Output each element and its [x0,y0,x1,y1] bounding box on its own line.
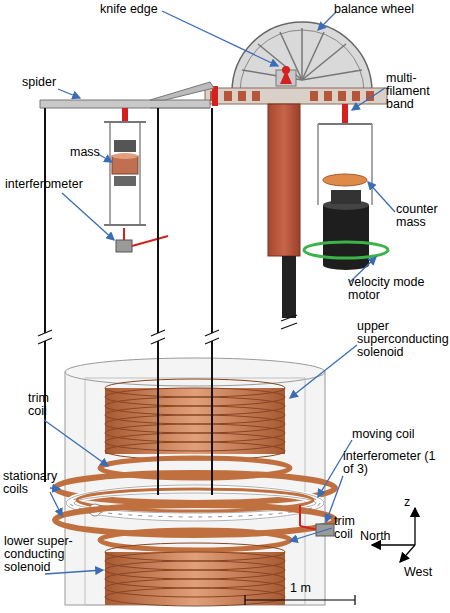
scale-bar [245,595,355,605]
suspension-cable [45,108,212,495]
knife-edge [276,66,296,86]
part-label: 1 m [290,582,330,595]
part-label: spider [22,76,82,89]
mass-assembly [104,108,146,225]
cryostat [65,358,325,605]
part-label: balance wheel [334,3,444,16]
part-label: trim coil [28,392,62,418]
superconducting-solenoid [105,379,285,460]
part-label: velocity mode motor [348,276,446,302]
spider [40,82,218,108]
break-mark [38,315,297,344]
part-label: West [404,566,448,579]
part-label: knife edge [100,3,180,16]
trim-coil [100,530,290,550]
interferometer-device [116,228,168,252]
interferometer-device [300,505,334,536]
part-label: z [404,496,418,509]
part-label: counter mass [396,203,448,229]
part-label: upper superconducting solenoid [357,320,450,359]
support-column [268,104,300,256]
part-label: interferometer [5,178,97,191]
counter-mass-assembly [318,104,372,205]
support-column [282,256,296,326]
part-label: North [360,530,404,543]
part-label: moving coil [352,428,444,441]
part-label: interferometer (1 of 3) [343,450,443,476]
part-label: mass [70,146,110,159]
balance-beam [205,88,387,104]
part-label: stationary coils [3,470,73,496]
superconducting-solenoid [105,543,285,606]
part-label: multi-filament band [386,72,448,111]
part-label: lower super-conducting solenoid [4,535,80,574]
balance-wheel [232,22,372,92]
leader-line [44,11,395,574]
